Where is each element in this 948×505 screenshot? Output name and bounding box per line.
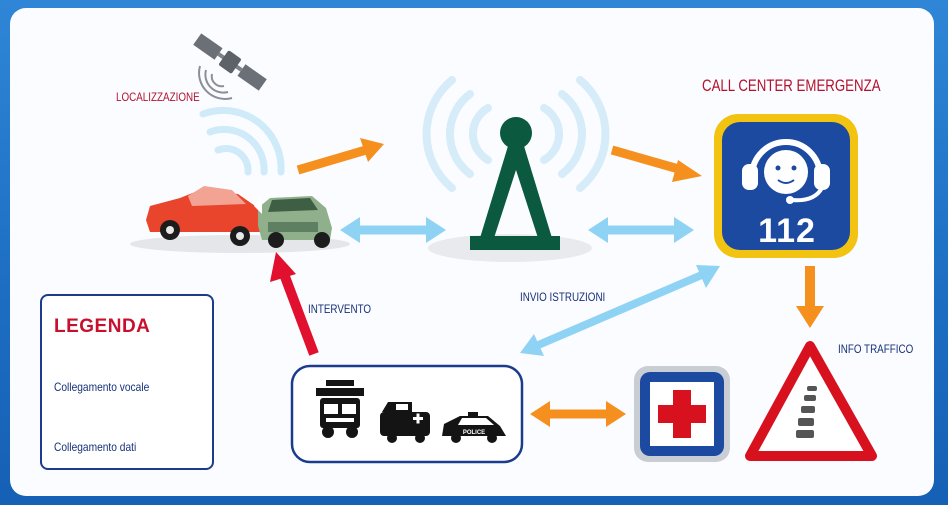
label-intervento: INTERVENTO bbox=[308, 302, 372, 316]
label-localizzazione: LOCALIZZAZIONE bbox=[116, 90, 200, 104]
fire-truck-icon bbox=[316, 380, 364, 438]
data-arrow-callcenter-to-traffic bbox=[796, 266, 824, 328]
police-car-icon: POLICE bbox=[442, 412, 506, 443]
intervention-arrow bbox=[270, 252, 319, 356]
label-info-traffico: INFO TRAFFICO bbox=[838, 342, 914, 356]
call-center-icon bbox=[714, 114, 858, 258]
voice-arrow-car-tower bbox=[340, 217, 446, 243]
data-arrow-vehicles-hospital bbox=[530, 401, 626, 427]
voice-arrow-tower-callcenter bbox=[588, 217, 694, 243]
hospital-cross-icon bbox=[634, 366, 730, 462]
antenna-tower-icon bbox=[422, 76, 610, 262]
car-crash-icon bbox=[130, 186, 350, 253]
legend-data-label: Collegamento dati bbox=[54, 440, 137, 454]
data-arrow-car-to-tower bbox=[296, 138, 384, 175]
label-call-center: CALL CENTER EMERGENZA bbox=[702, 76, 881, 95]
police-label: POLICE bbox=[463, 430, 485, 436]
satellite-icon bbox=[193, 33, 267, 100]
voice-arrow-callcenter-vehicles bbox=[520, 265, 720, 356]
ambulance-icon bbox=[380, 402, 430, 443]
legend-box: LEGENDA Collegamento vocale Collegamento… bbox=[40, 294, 214, 470]
label-invio-istruzioni: INVIO ISTRUZIONI bbox=[520, 290, 606, 304]
legend-title: LEGENDA bbox=[54, 316, 151, 337]
data-arrow-tower-to-callcenter bbox=[610, 145, 702, 182]
traffic-warning-icon bbox=[745, 341, 877, 461]
car-signal-waves bbox=[199, 106, 285, 176]
emergency-number: 112 bbox=[758, 212, 816, 250]
legend-voice-label: Collegamento vocale bbox=[54, 380, 150, 394]
headset-operator-icon bbox=[742, 139, 830, 204]
